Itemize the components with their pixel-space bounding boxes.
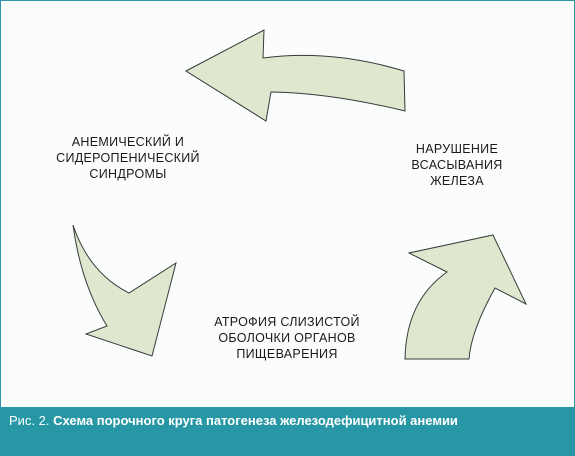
node-line: ОБОЛОЧКИ ОРГАНОВ: [218, 331, 356, 345]
node-line: АНЕМИЧЕСКИЙ И: [71, 135, 185, 149]
vicious-circle-diagram: АНЕМИЧЕСКИЙ И СИДЕРОПЕНИЧЕСКИЙ СИНДРОМЫ …: [1, 1, 574, 407]
node-line: СИДЕРОПЕНИЧЕСКИЙ: [56, 151, 200, 165]
node-line: ЖЕЛЕЗА: [430, 174, 484, 188]
node-iron-absorption: НАРУШЕНИЕ ВСАСЫВАНИЯ ЖЕЛЕЗА: [391, 141, 523, 189]
caption-text: Рис. 2. Схема порочного круга патогенеза…: [9, 413, 458, 429]
cycle-arrows: [72, 29, 528, 360]
arrow-left-down: [72, 224, 177, 357]
node-line: СИНДРОМЫ: [89, 167, 167, 181]
node-anemic-syndromes: АНЕМИЧЕСКИЙ И СИДЕРОПЕНИЧЕСКИЙ СИНДРОМЫ: [35, 134, 221, 182]
figure-number: Рис. 2.: [9, 413, 50, 428]
node-mucosal-atrophy: АТРОФИЯ СЛИЗИСТОЙ ОБОЛОЧКИ ОРГАНОВ ПИЩЕВ…: [199, 314, 375, 362]
arrow-right-up: [404, 234, 528, 360]
arrow-top-left: [184, 29, 406, 122]
node-line: АТРОФИЯ СЛИЗИСТОЙ: [214, 315, 360, 329]
figure-caption: Рис. 2. Схема порочного круга патогенеза…: [1, 407, 574, 455]
figure-title: Схема порочного круга патогенеза железод…: [53, 413, 458, 428]
node-line: ВСАСЫВАНИЯ: [411, 158, 503, 172]
node-line: ПИЩЕВАРЕНИЯ: [236, 347, 338, 361]
node-line: НАРУШЕНИЕ: [415, 142, 499, 156]
